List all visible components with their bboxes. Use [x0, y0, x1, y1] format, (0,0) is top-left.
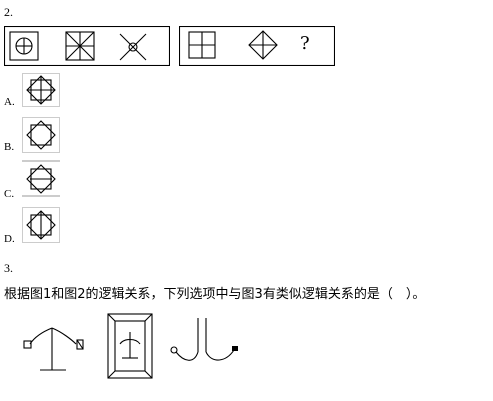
option-c-label: C.: [4, 188, 15, 200]
option-c-figure[interactable]: [22, 160, 60, 198]
question-2-number: 2.: [4, 5, 13, 19]
figure-group-2: ?: [179, 26, 335, 66]
option-a-label: A.: [4, 96, 15, 108]
figure-1-hanger: [23, 327, 84, 371]
figure-group-1: [4, 26, 170, 66]
figure-2-frame: [107, 313, 153, 379]
option-a-figure[interactable]: [22, 73, 60, 107]
unknown-figure-mark: ?: [300, 33, 310, 54]
figure-diamond-cross: [248, 30, 278, 60]
figure-square-circle: [9, 31, 39, 61]
figure-3-hook: [170, 318, 238, 361]
question-3-prompt: 根据图1和图2的逻辑关系，下列选项中与图3有类似逻辑关系的是（ ）。: [4, 287, 426, 302]
figure-square-cross: [188, 31, 216, 59]
figure-square-asterisk: [65, 31, 95, 61]
question-3-number: 3.: [4, 261, 13, 275]
option-b-label: B.: [4, 141, 15, 153]
option-d-label: D.: [4, 233, 15, 245]
figure-x-circle: [119, 33, 147, 61]
question-3-figures: [14, 310, 266, 386]
option-b-figure[interactable]: [22, 117, 60, 153]
option-d-figure[interactable]: [22, 207, 60, 243]
